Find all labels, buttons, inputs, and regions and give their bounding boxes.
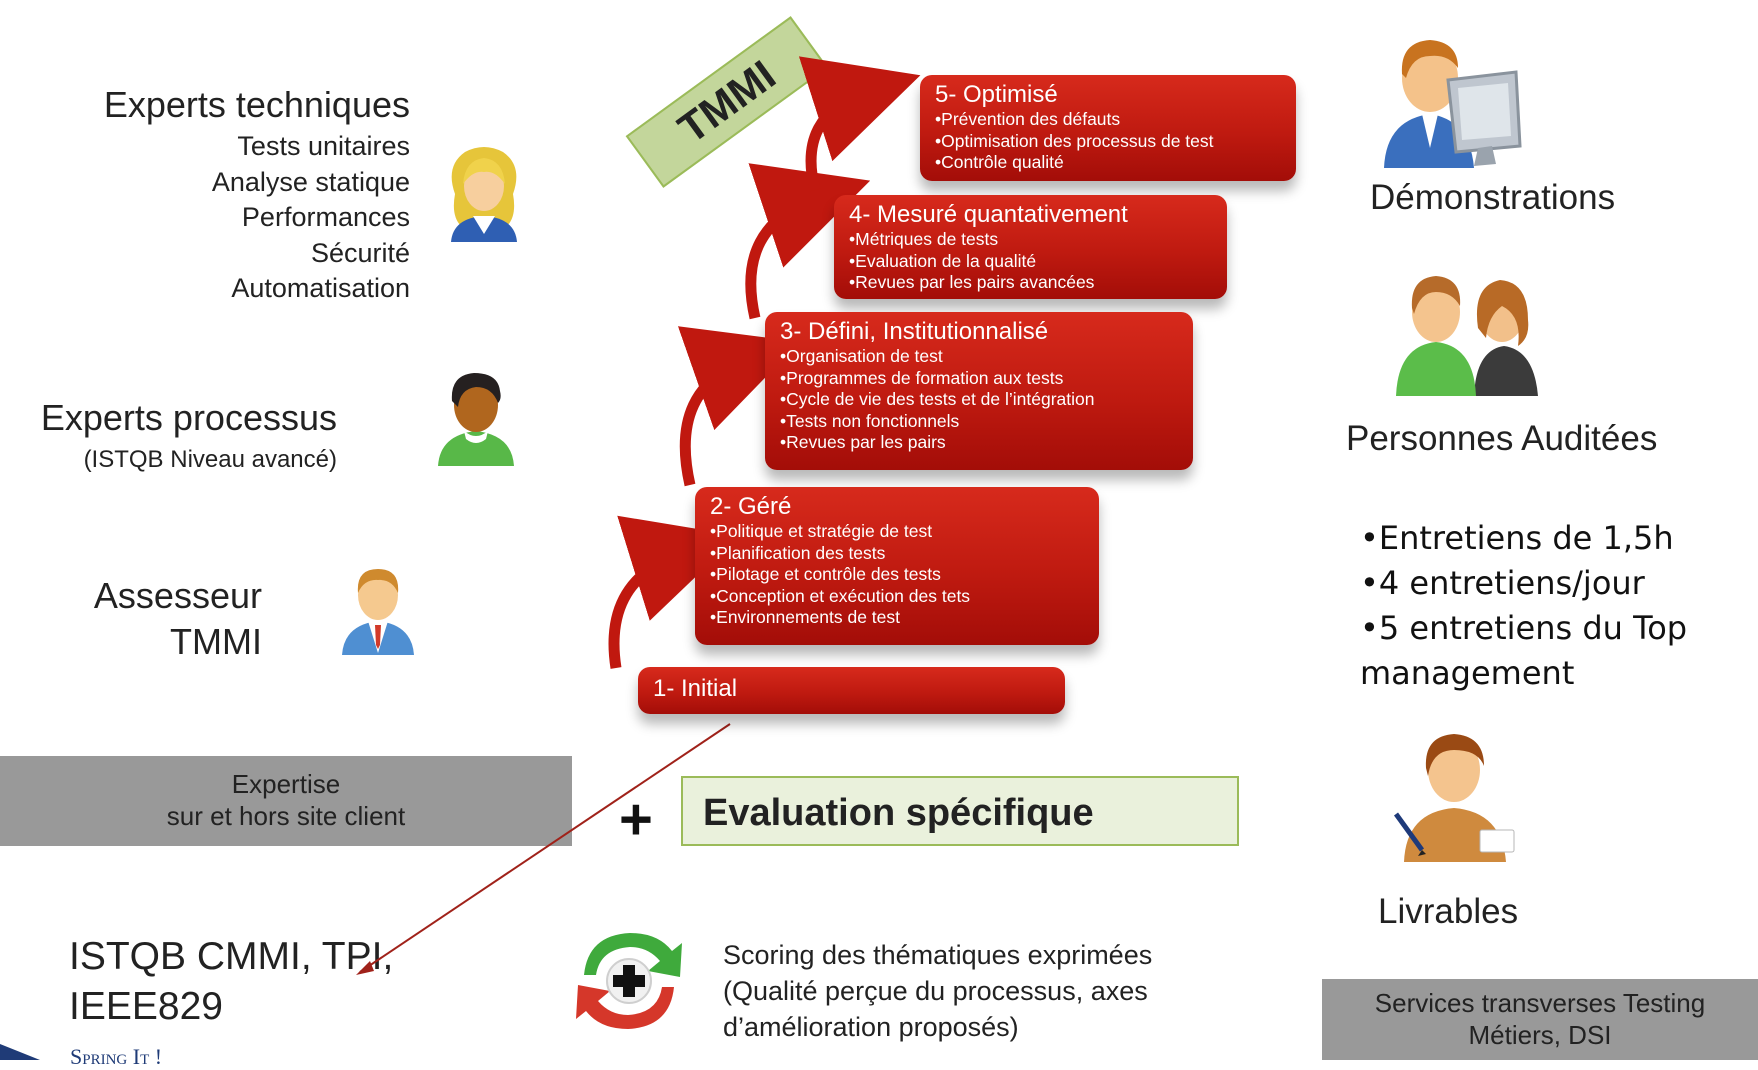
services-line2: Métiers, DSI (1468, 1020, 1612, 1050)
expert-technique-avatar (451, 147, 517, 242)
plus-sign: + (619, 787, 653, 852)
standards-label: ISTQB CMMI, TPI, IEEE829 (69, 932, 393, 1032)
level-5-box: 5- Optimisé Prévention des défauts Optim… (920, 75, 1296, 181)
level-4-box: 4- Mesuré quantativement Métriques de te… (834, 195, 1227, 299)
level-item: Revues par les pairs (780, 432, 1179, 454)
level-item: Prévention des défauts (935, 109, 1282, 131)
audited-people-icon (1396, 276, 1538, 396)
expert-processus-avatar (438, 373, 514, 466)
experts-techniques-list: Tests unitaires Analyse statique Perform… (212, 129, 410, 307)
level-item: Environnements de test (710, 607, 1085, 629)
arrow-3-to-4 (745, 163, 871, 320)
bullet-text: Entretiens de 1,5h (1378, 519, 1674, 557)
refresh-plus-icon (576, 933, 682, 1029)
arrow-4-to-5 (798, 56, 921, 192)
interview-bullets: •Entretiens de 1,5h •4 entretiens/jour •… (1360, 516, 1687, 696)
list-item: Performances (241, 202, 410, 232)
level-item: Cycle de vie des tests et de l’intégrati… (780, 389, 1179, 411)
bullet-text: 4 entretiens/jour (1378, 564, 1645, 602)
diagonal-arrow-line (359, 723, 731, 973)
bullet-item: management (1360, 654, 1575, 692)
level-item: Conception et exécution des tets (710, 586, 1085, 608)
diagonal-arrowhead-icon (356, 961, 374, 975)
scoring-text: Scoring des thématiques exprimées (Quali… (723, 937, 1152, 1045)
level-3-title: 3- Défini, Institutionnalisé (780, 318, 1049, 345)
scoring-line2: (Qualité perçue du processus, axes (723, 976, 1148, 1006)
experts-processus-title: Experts processus (40, 397, 337, 438)
personnes-auditees-label: Personnes Auditées (1346, 419, 1658, 458)
level-item: Evaluation de la qualité (849, 251, 1213, 273)
arrow-2-to-3 (677, 326, 800, 487)
bullet-item: •5 entretiens du Top (1360, 609, 1688, 647)
livrables-label: Livrables (1378, 892, 1519, 931)
level-item: Politique et stratégie de test (710, 521, 1085, 543)
list-item: Analyse statique (211, 166, 410, 197)
scoring-line3: d’amélioration proposés) (723, 1012, 1019, 1042)
level-item: Tests non fonctionnels (780, 411, 1179, 433)
level-1-title: 1- Initial (653, 675, 738, 702)
level-item: Contrôle qualité (935, 152, 1282, 174)
level-item: Métriques de tests (849, 229, 1213, 251)
services-line1: Services transverses Testing (1374, 988, 1706, 1018)
assesseur-label: Assesseur TMMI (94, 575, 262, 663)
assesseur-line2: TMMI (170, 621, 262, 662)
level-item: Programmes de formation aux tests (780, 368, 1179, 390)
expertise-line1: Expertise (231, 769, 341, 799)
logo-triangle-icon (0, 1044, 40, 1060)
bullet-item: •4 entretiens/jour (1360, 564, 1645, 602)
level-item: Organisation de test (780, 346, 1179, 368)
level-3-box: 3- Défini, Institutionnalisé Organisatio… (765, 312, 1193, 470)
bullet-item: •Entretiens de 1,5h (1360, 519, 1674, 557)
standards-line1: ISTQB CMMI, TPI, (69, 935, 394, 978)
computer-user-icon (1384, 40, 1522, 168)
assesseur-line1: Assesseur (93, 575, 262, 616)
level-2-title: 2- Géré (710, 493, 792, 520)
services-box: Services transverses Testing Métiers, DS… (1322, 979, 1758, 1060)
standards-line2: IEEE829 (69, 985, 223, 1028)
list-item: Automatisation (231, 273, 410, 303)
scoring-line1: Scoring des thématiques exprimées (723, 940, 1153, 970)
bullet-text: 5 entretiens du Top (1378, 609, 1688, 647)
deliverables-writer-icon (1393, 734, 1515, 862)
expertise-line2: sur et hors site client (166, 801, 406, 831)
level-item: Optimisation des processus de test (935, 131, 1282, 153)
experts-processus-subtitle: (ISTQB Niveau avancé) (83, 446, 337, 473)
level-4-title: 4- Mesuré quantativement (849, 201, 1128, 228)
arrow-1-to-2 (608, 515, 739, 669)
level-1-box: 1- Initial (638, 667, 1065, 714)
list-item: Tests unitaires (237, 131, 410, 161)
experts-techniques-title: Experts techniques (103, 84, 410, 125)
level-item: Revues par les pairs avancées (849, 272, 1213, 294)
level-item: Pilotage et contrôle des tests (710, 564, 1085, 586)
evaluation-specifique-box: Evaluation spécifique (681, 776, 1239, 846)
level-2-box: 2- Géré Politique et stratégie de test P… (695, 487, 1099, 645)
list-item: Sécurité (310, 237, 410, 268)
demonstrations-label: Démonstrations (1370, 178, 1616, 217)
level-item: Planification des tests (710, 543, 1085, 565)
assesseur-avatar (342, 569, 414, 655)
level-5-title: 5- Optimisé (935, 81, 1058, 108)
expertise-box: Expertise sur et hors site client (0, 756, 572, 846)
